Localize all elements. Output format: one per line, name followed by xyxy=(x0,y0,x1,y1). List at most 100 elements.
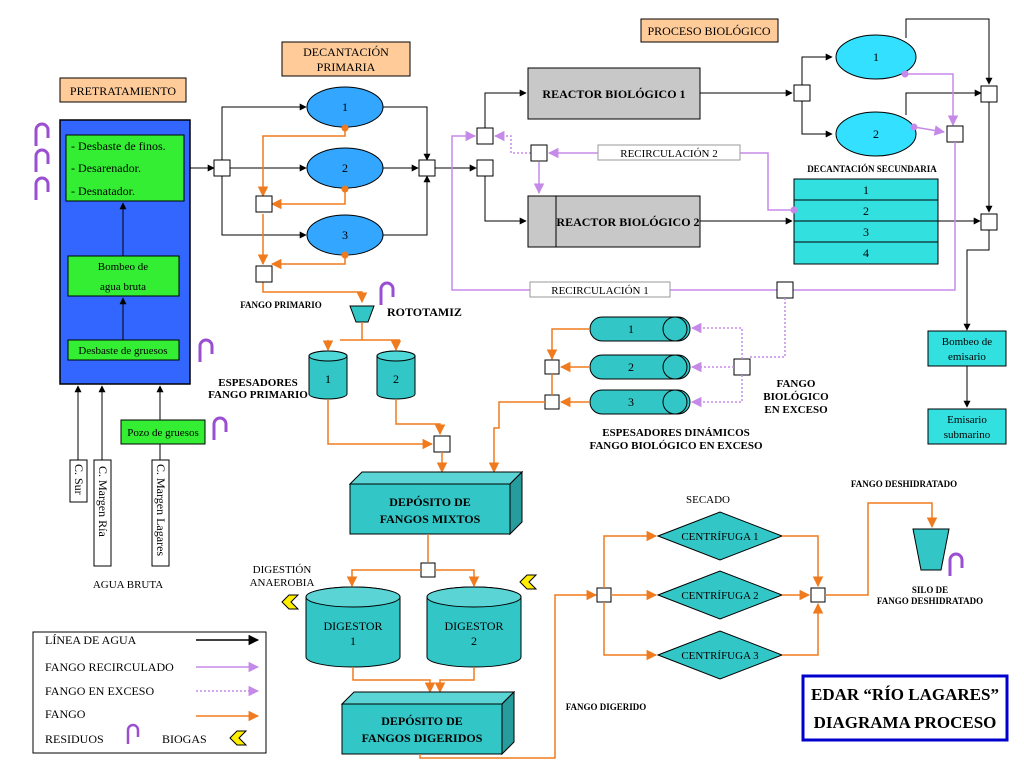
svg-text:REACTOR BIOLÓGICO 1: REACTOR BIOLÓGICO 1 xyxy=(542,87,685,101)
svg-text:DIGESTIÓN: DIGESTIÓN xyxy=(253,564,312,576)
svg-text:ESPESADORES: ESPESADORES xyxy=(218,377,297,389)
rototamiz: ROTOTAMIZ xyxy=(349,281,462,340)
svg-text:FANGOS MIXTOS: FANGOS MIXTOS xyxy=(380,512,481,526)
svg-text:Desbaste de gruesos: Desbaste de gruesos xyxy=(78,345,167,357)
svg-text:BIOLÓGICO: BIOLÓGICO xyxy=(763,391,829,403)
svg-text:FANGOS DIGERIDOS: FANGOS DIGERIDOS xyxy=(362,731,483,745)
silo-fango-deshidratado: SILO DE FANGO DESHIDRATADO xyxy=(877,528,983,606)
biological-process: REACTOR BIOLÓGICO 1 REACTOR BIOLÓGICO 2 … xyxy=(476,18,1007,445)
residue-icons-pretreatment xyxy=(34,122,228,440)
svg-text:FANGO RECIRCULADO: FANGO RECIRCULADO xyxy=(45,660,174,674)
residuos-icon xyxy=(126,723,140,744)
svg-text:CENTRÍFUGA 2: CENTRÍFUGA 2 xyxy=(681,590,758,602)
svg-text:1: 1 xyxy=(863,183,869,197)
svg-text:C. Margen Ría: C. Margen Ría xyxy=(96,466,110,537)
legend: LÍNEA DE AGUA FANGO RECIRCULADO FANGO EN… xyxy=(32,631,267,754)
svg-text:ANAEROBIA: ANAEROBIA xyxy=(250,577,315,589)
header-proceso-biologico: PROCESO BIOLÓGICO xyxy=(640,18,779,43)
svg-text:FANGO: FANGO xyxy=(45,707,86,721)
deposito-fangos-digeridos: DEPÓSITO DE FANGOS DIGERIDOS FANGO DIGER… xyxy=(340,589,647,759)
svg-text:3: 3 xyxy=(628,395,634,409)
svg-text:DIAGRAMA PROCESO: DIAGRAMA PROCESO xyxy=(814,713,997,732)
diagram-title: EDAR “RÍO LAGARES” DIAGRAMA PROCESO xyxy=(801,674,1009,742)
svg-text:PRIMARIA: PRIMARIA xyxy=(317,60,376,74)
svg-text:FANGO: FANGO xyxy=(777,378,816,390)
recirculation-lines xyxy=(451,70,964,291)
svg-text:3: 3 xyxy=(863,225,869,239)
svg-text:Bombeo de: Bombeo de xyxy=(98,261,149,273)
svg-text:PRETRATAMIENTO: PRETRATAMIENTO xyxy=(70,84,176,98)
primary-sludge-lines xyxy=(257,124,368,304)
svg-text:DECANTACIÓN SECUNDARIA: DECANTACIÓN SECUNDARIA xyxy=(807,164,937,174)
svg-text:1: 1 xyxy=(628,322,634,336)
svg-text:CENTRÍFUGA 3: CENTRÍFUGA 3 xyxy=(681,650,759,662)
svg-text:Pozo de gruesos: Pozo de gruesos xyxy=(127,427,199,439)
svg-text:- Desarenador.: - Desarenador. xyxy=(71,161,141,175)
label-recirculacion-1: RECIRCULACIÓN 1 xyxy=(529,281,671,298)
digesters: DIGESTIÓN ANAEROBIA DIGESTOR 1 DIGESTOR … xyxy=(250,564,538,694)
junction-primary-2 xyxy=(255,265,273,283)
svg-text:FANGO PRIMARIO: FANGO PRIMARIO xyxy=(208,389,308,401)
svg-text:emisario: emisario xyxy=(948,351,986,363)
svg-text:DIGESTOR: DIGESTOR xyxy=(444,619,503,633)
svg-text:PROCESO BIOLÓGICO: PROCESO BIOLÓGICO xyxy=(647,24,770,38)
svg-text:4: 4 xyxy=(863,246,869,260)
svg-text:1: 1 xyxy=(342,100,348,114)
svg-text:RECIRCULACIÓN 1: RECIRCULACIÓN 1 xyxy=(551,285,648,297)
svg-text:EDAR “RÍO LAGARES”: EDAR “RÍO LAGARES” xyxy=(811,685,999,704)
svg-text:FANGO EN EXCESO: FANGO EN EXCESO xyxy=(45,684,154,698)
pretreatment-block: - Desbaste de finos. - Desarenador. - De… xyxy=(59,119,191,385)
svg-text:ESPESADORES DINÁMICOS: ESPESADORES DINÁMICOS xyxy=(602,427,750,439)
svg-text:LÍNEA DE AGUA: LÍNEA DE AGUA xyxy=(45,633,137,647)
header-pretratamiento: PRETRATAMIENTO xyxy=(59,77,187,103)
svg-text:FANGO BIOLÓGICO EN EXCESO: FANGO BIOLÓGICO EN EXCESO xyxy=(589,440,763,452)
svg-text:agua bruta: agua bruta xyxy=(100,281,146,293)
label-recirculacion-2: RECIRCULACIÓN 2 xyxy=(597,144,741,161)
excess-sludge: FANGO BIOLÓGICO EN EXCESO xyxy=(690,298,829,416)
svg-text:- Desnatador.: - Desnatador. xyxy=(71,184,135,198)
svg-text:1: 1 xyxy=(350,634,356,648)
svg-text:DEPÓSITO DE: DEPÓSITO DE xyxy=(381,714,462,728)
svg-text:REACTOR BIOLÓGICO 2: REACTOR BIOLÓGICO 2 xyxy=(556,215,699,229)
svg-text:3: 3 xyxy=(342,228,348,242)
primary-thickeners: 1 2 ESPESADORES FANGO PRIMARIO xyxy=(208,339,451,474)
svg-text:Bombeo de: Bombeo de xyxy=(942,336,993,348)
svg-text:2: 2 xyxy=(393,372,399,386)
svg-text:FANGO DIGERIDO: FANGO DIGERIDO xyxy=(566,702,647,712)
junction-recirculation-1 xyxy=(776,281,794,299)
svg-text:DIGESTOR: DIGESTOR xyxy=(323,619,382,633)
svg-text:FANGO DESHIDRATADO: FANGO DESHIDRATADO xyxy=(877,596,983,606)
svg-text:DEPÓSITO DE: DEPÓSITO DE xyxy=(389,495,470,509)
svg-text:RECIRCULACIÓN 2: RECIRCULACIÓN 2 xyxy=(620,148,717,160)
svg-text:EN EXCESO: EN EXCESO xyxy=(764,404,828,416)
deposito-fangos-mixtos: DEPÓSITO DE FANGOS MIXTOS xyxy=(346,470,524,588)
centrifuges: SECADO CENTRÍFUGA 1 CENTRÍFUGA 2 CENTRÍF… xyxy=(596,479,957,680)
primary-settling: 1 2 3 xyxy=(190,86,477,256)
svg-text:FANGO DESHIDRATADO: FANGO DESHIDRATADO xyxy=(851,479,957,489)
svg-text:2: 2 xyxy=(471,634,477,648)
biogas-icon xyxy=(229,730,248,746)
svg-text:DECANTACIÓN: DECANTACIÓN xyxy=(303,45,389,59)
header-decantacion-primaria: DECANTACIÓN PRIMARIA xyxy=(281,41,411,77)
svg-text:RESIDUOS: RESIDUOS xyxy=(45,732,104,746)
svg-text:1: 1 xyxy=(873,50,879,64)
svg-text:2: 2 xyxy=(863,204,869,218)
svg-text:SECADO: SECADO xyxy=(686,494,730,506)
svg-text:C. Sur: C. Sur xyxy=(72,464,86,495)
svg-text:BIOGAS: BIOGAS xyxy=(162,732,207,746)
junction-recirculation-2 xyxy=(530,144,548,162)
label-fango-primario: FANGO PRIMARIO xyxy=(240,300,322,310)
svg-text:2: 2 xyxy=(342,161,348,175)
svg-text:SILO DE: SILO DE xyxy=(912,585,948,595)
svg-text:2: 2 xyxy=(873,127,879,141)
svg-text:C. Margen Lagares: C. Margen Lagares xyxy=(154,464,168,556)
svg-text:- Desbaste de finos.: - Desbaste de finos. xyxy=(71,139,166,153)
junction-primary-1 xyxy=(255,195,273,213)
svg-text:CENTRÍFUGA 1: CENTRÍFUGA 1 xyxy=(681,531,758,543)
dynamic-thickeners: 1 2 3 ESPESADORES DINÁMICOS FANGO BIOLÓG… xyxy=(488,316,763,474)
svg-text:1: 1 xyxy=(325,372,331,386)
inlets: C. Sur C. Margen Ría C. Margen Lagares P… xyxy=(69,385,206,591)
svg-text:2: 2 xyxy=(628,360,634,374)
svg-text:AGUA BRUTA: AGUA BRUTA xyxy=(93,579,163,591)
